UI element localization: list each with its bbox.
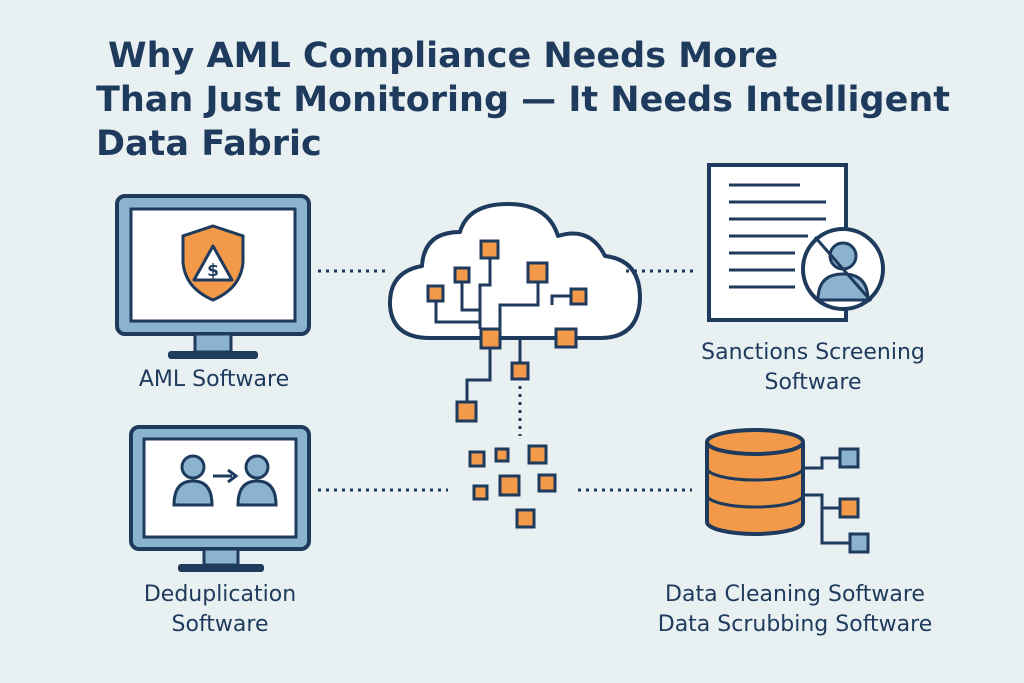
sanctions-label-line-1: Sanctions Screening [701, 340, 925, 365]
database-node-1 [838, 447, 860, 469]
shield-dollar-icon: $ [181, 224, 245, 302]
title-line-3: Data Fabric [96, 124, 322, 164]
dedup-label-line-1: Deduplication [143, 582, 297, 607]
database-icon [705, 428, 805, 536]
deduplication-label: Deduplication Software [110, 580, 330, 640]
data-particles [468, 444, 557, 529]
page-title: Why AML Compliance Needs More Than Just … [96, 34, 1016, 166]
dedup-label-line-2: Software [171, 612, 269, 637]
document-person-icon [801, 227, 885, 311]
dedup-monitor-icon [129, 425, 311, 572]
svg-text:$: $ [207, 261, 219, 281]
network-connectors [434, 258, 578, 402]
user-merge-icon [172, 454, 278, 507]
data-cleaning-label: Data Cleaning Software Data Scrubbing So… [630, 580, 960, 640]
network-nodes [426, 239, 588, 423]
cleaning-label-line-1: Data Cleaning Software [665, 582, 925, 607]
title-line-1: Why AML Compliance Needs More [108, 36, 779, 76]
database-node-2 [838, 497, 860, 519]
database-branches [803, 456, 850, 545]
sanctions-label-line-2: Software [764, 370, 862, 395]
sanctions-screening-label: Sanctions Screening Software [668, 338, 958, 398]
aml-software-text: AML Software [138, 367, 290, 392]
cleaning-label-line-2: Data Scrubbing Software [657, 612, 933, 637]
cloud-network-icon [387, 202, 642, 340]
database-node-3 [848, 532, 870, 554]
dotted-connectors [318, 269, 696, 492]
aml-software-label: AML Software [109, 365, 319, 395]
title-line-2: Than Just Monitoring — It Needs Intellig… [96, 80, 950, 120]
